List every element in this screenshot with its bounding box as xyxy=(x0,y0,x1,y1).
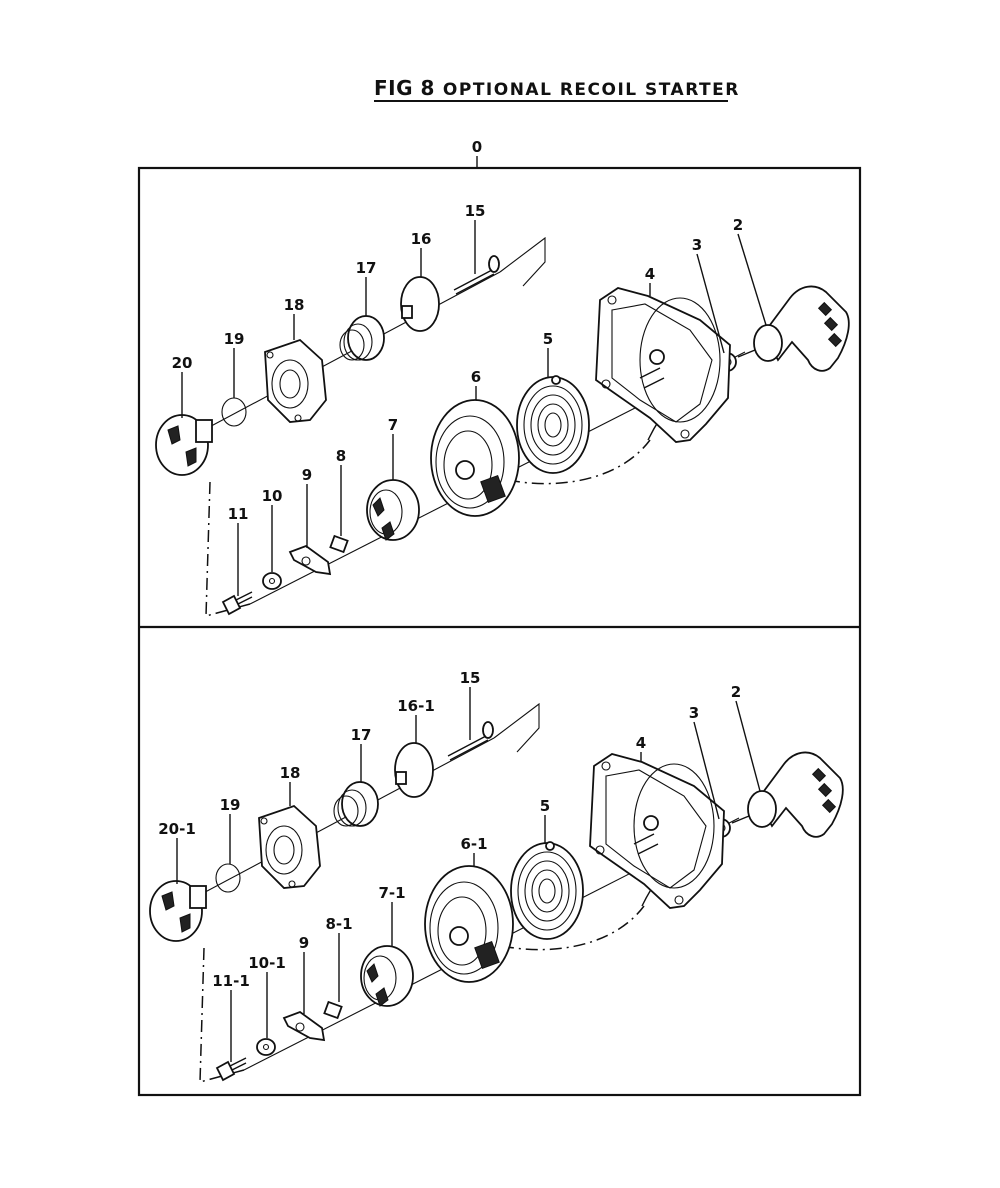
label-15: 15 xyxy=(465,202,486,220)
leader-3 xyxy=(696,253,725,354)
figure-title-text: FIG 8 OPTIONAL RECOIL STARTER xyxy=(374,76,740,100)
bottom-panel-parts xyxy=(149,703,844,1083)
label-7-1: 7-1 xyxy=(378,884,405,902)
bottom-panel-labels: 20-1 19 18 17 16-1 15 4 3 2 5 6-1 7-1 8-… xyxy=(158,669,761,1062)
label-16: 16 xyxy=(411,230,432,248)
label-4-b: 4 xyxy=(636,734,646,752)
label-11-1: 11-1 xyxy=(212,972,250,990)
leader-2-b xyxy=(735,700,761,792)
label-17-b: 17 xyxy=(351,726,372,744)
diagram-frame xyxy=(137,166,862,1097)
figure-number: FIG 8 xyxy=(374,76,435,100)
label-8: 8 xyxy=(336,447,346,465)
label-17: 17 xyxy=(356,259,377,277)
label-15-b: 15 xyxy=(460,669,481,687)
label-7: 7 xyxy=(388,416,398,434)
leader-3-b xyxy=(693,721,720,820)
label-20-1: 20-1 xyxy=(158,820,196,838)
label-2-b: 2 xyxy=(731,683,741,701)
label-6: 6 xyxy=(471,368,481,386)
label-20: 20 xyxy=(172,354,193,372)
label-2: 2 xyxy=(733,216,743,234)
label-8-1: 8-1 xyxy=(325,915,352,933)
label-18-b: 18 xyxy=(280,764,301,782)
label-6-1: 6-1 xyxy=(460,835,487,853)
leader-2 xyxy=(737,233,767,326)
label-3: 3 xyxy=(692,236,702,254)
top-panel-parts xyxy=(155,237,850,617)
label-9-b: 9 xyxy=(299,934,309,952)
figure-name: OPTIONAL RECOIL STARTER xyxy=(442,80,740,100)
assembly-label: 0 xyxy=(472,138,482,156)
label-5-b: 5 xyxy=(540,797,550,815)
title-underline xyxy=(374,100,728,102)
figure-title: FIG 8 OPTIONAL RECOIL STARTER xyxy=(374,76,738,102)
label-19-b: 19 xyxy=(220,796,241,814)
label-10: 10 xyxy=(262,487,283,505)
label-19: 19 xyxy=(224,330,245,348)
label-3-b: 3 xyxy=(689,704,699,722)
top-panel-labels: 20 19 18 17 16 15 4 3 2 5 6 7 8 9 10 11 xyxy=(172,202,767,596)
label-10-1: 10-1 xyxy=(248,954,286,972)
label-16-1: 16-1 xyxy=(397,697,435,715)
label-11: 11 xyxy=(228,505,249,523)
label-9: 9 xyxy=(302,466,312,484)
label-4: 4 xyxy=(645,265,655,283)
label-18: 18 xyxy=(284,296,305,314)
label-5: 5 xyxy=(543,330,553,348)
